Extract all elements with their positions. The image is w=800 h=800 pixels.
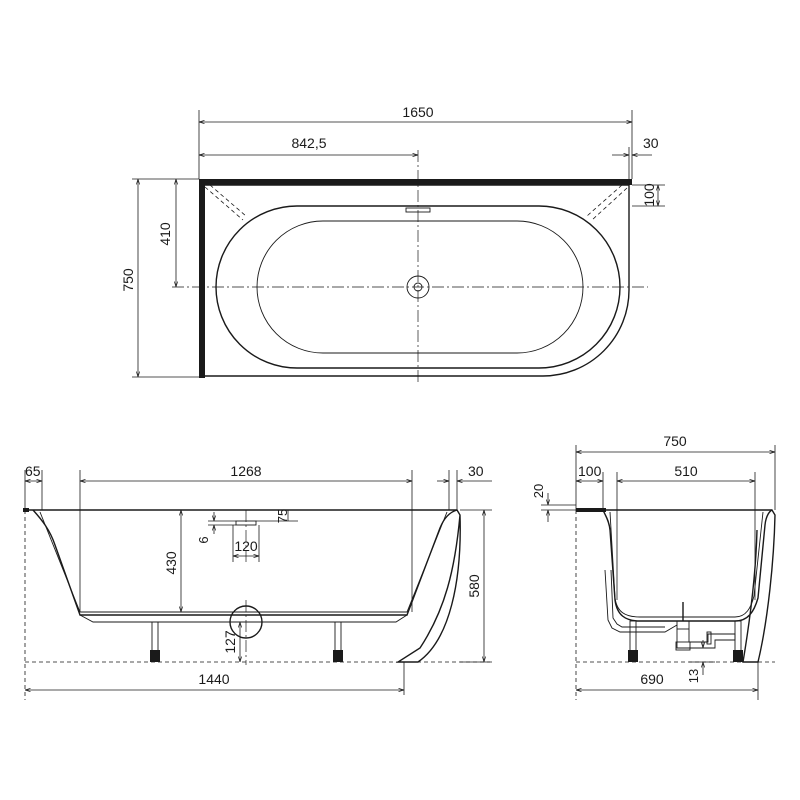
label-length: 1650 — [402, 104, 433, 120]
label-base-length: 1440 — [198, 671, 229, 687]
label-overflow-size: 6 — [196, 536, 211, 543]
label-inner-length: 1268 — [230, 463, 261, 479]
support-right — [591, 187, 628, 221]
label-left-rim: 65 — [25, 463, 41, 479]
label-depth: 430 — [163, 551, 179, 575]
label-width: 750 — [120, 268, 136, 292]
foot-right — [334, 621, 342, 653]
label-side-base: 690 — [640, 671, 664, 687]
top-wall — [199, 179, 632, 185]
support-right-2 — [586, 184, 623, 217]
label-overflow-top: 75 — [275, 509, 290, 523]
front-basin — [39, 511, 448, 613]
foot-left — [151, 621, 159, 653]
side-view: 750 100 510 20 690 13 — [531, 433, 776, 700]
label-side-width: 750 — [663, 433, 687, 449]
label-center: 842,5 — [291, 135, 326, 151]
top-view: 1650 842,5 30 100 750 410 — [120, 104, 665, 385]
left-wall — [199, 179, 205, 378]
side-overflow-pipe — [604, 569, 678, 633]
support-left — [204, 186, 244, 221]
support-left-2 — [209, 184, 247, 217]
label-drain-offset: 410 — [157, 222, 173, 246]
label-side-inner: 510 — [674, 463, 698, 479]
label-rim-right: 30 — [643, 135, 659, 151]
front-outer-shell — [32, 509, 461, 663]
label-drain-height: 127 — [222, 630, 238, 654]
side-siphon — [676, 629, 736, 649]
label-height: 580 — [466, 574, 482, 598]
label-side-rim: 100 — [578, 463, 602, 479]
front-view: 65 1268 30 75 6 120 430 580 127 1440 — [23, 463, 492, 700]
label-right-rim: 30 — [468, 463, 484, 479]
label-siphon: 13 — [686, 669, 701, 683]
tub-outer-outline — [205, 184, 630, 377]
label-side-step: 20 — [531, 484, 546, 498]
label-overflow-width: 120 — [234, 538, 258, 554]
label-rim-top: 100 — [641, 183, 657, 207]
